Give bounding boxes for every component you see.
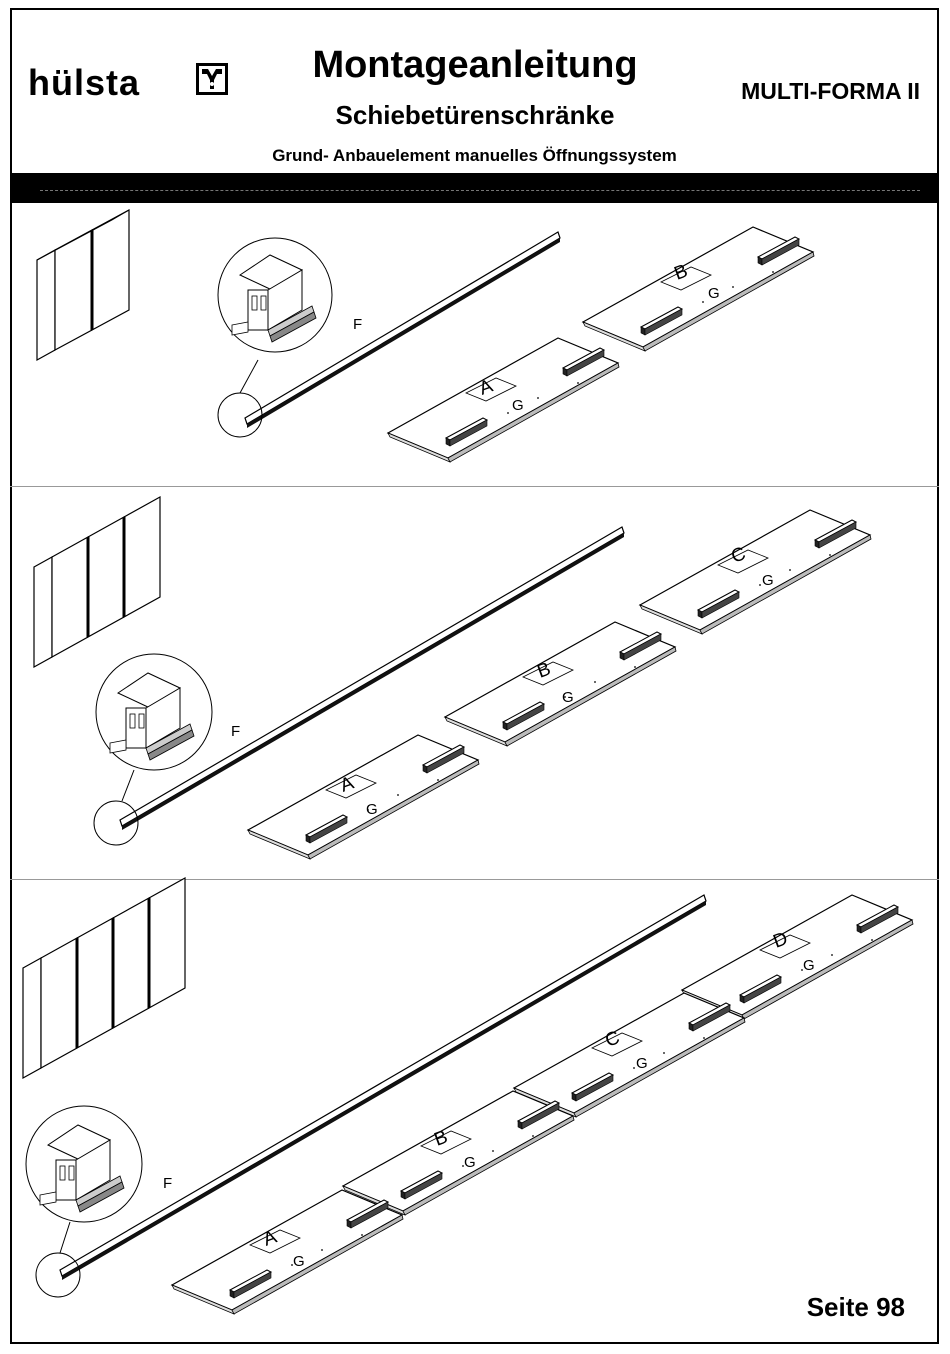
- rail-label: F: [231, 723, 240, 740]
- plate-label: G: [562, 689, 574, 706]
- rail-profile-detail-icon: [26, 1106, 142, 1297]
- section-3: F D G C G B G A G: [23, 878, 913, 1314]
- base-plate-icon: [248, 735, 479, 859]
- plate-label: G: [636, 1055, 648, 1072]
- base-plate-icon: [514, 993, 745, 1117]
- base-plate-icon: [583, 227, 814, 351]
- rail-profile-detail-icon: [94, 654, 212, 845]
- base-plate-icon: [172, 1190, 403, 1314]
- plate-label: G: [464, 1154, 476, 1171]
- rail-label: F: [163, 1175, 172, 1192]
- plate-label: G: [512, 397, 524, 414]
- wardrobe-icon: [34, 497, 160, 667]
- plate-label: G: [803, 957, 815, 974]
- plate-label: G: [293, 1253, 305, 1270]
- base-plate-icon: [343, 1091, 574, 1215]
- plate-label: G: [762, 572, 774, 589]
- section-1: F B G A G: [37, 210, 814, 462]
- wardrobe-icon: [37, 210, 129, 360]
- page-number: Seite 98: [760, 1292, 905, 1323]
- base-plate-icon: [682, 895, 913, 1019]
- rail-label: F: [353, 316, 362, 333]
- wardrobe-icon: [23, 878, 185, 1078]
- plate-label: G: [366, 801, 378, 818]
- base-plate-icon: [640, 510, 871, 634]
- base-plate-icon: [445, 622, 676, 746]
- plate-label: G: [708, 285, 720, 302]
- base-plate-icon: [388, 338, 619, 462]
- section-2: F C G B G A G: [34, 497, 871, 859]
